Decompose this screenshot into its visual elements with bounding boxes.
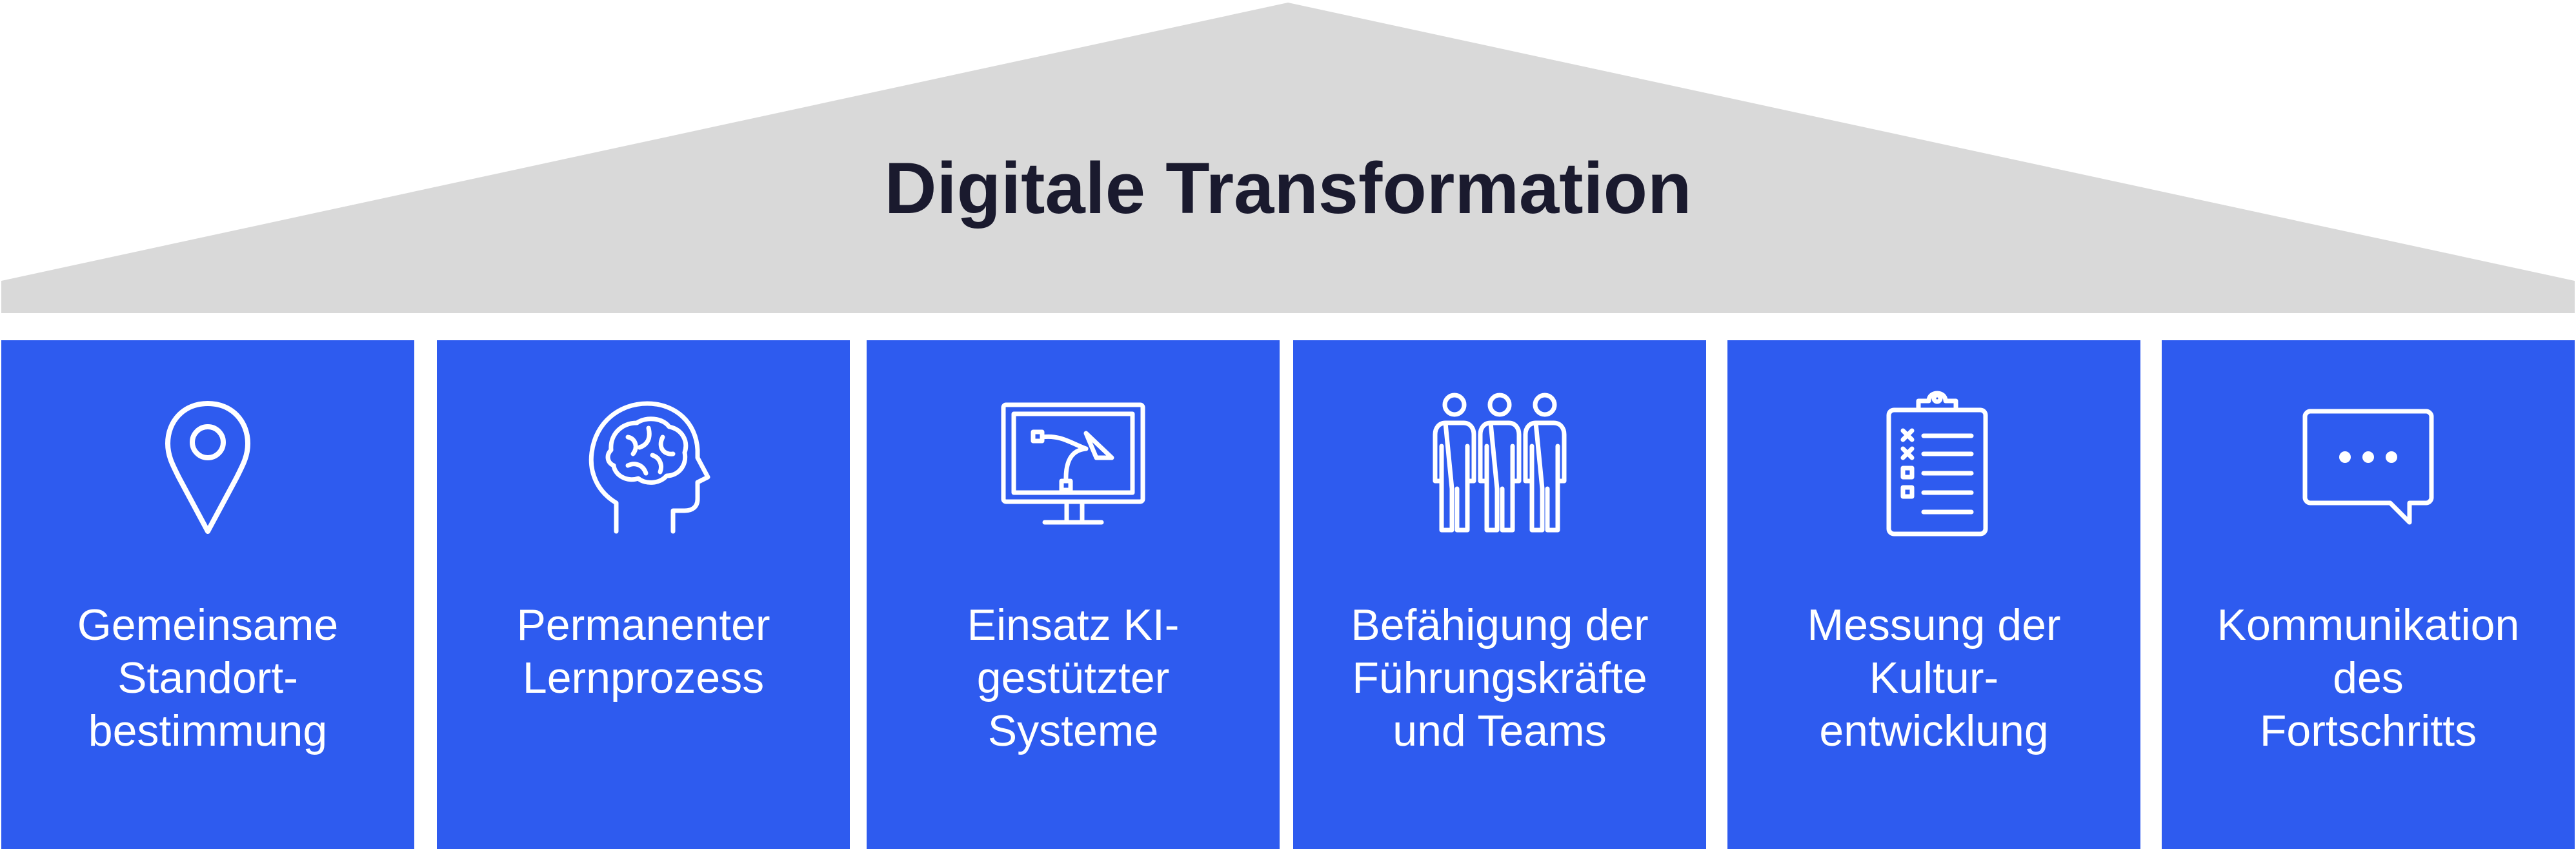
pillar-ki-systeme: Einsatz KI- gestützter Systeme: [867, 340, 1280, 849]
pillar-fuehrung-teams: Befähigung der Führungskräfte und Teams: [1293, 340, 1706, 849]
clipboard-checklist-icon: [1857, 385, 2011, 540]
pillar-label: Permanenter Lernprozess: [516, 600, 770, 702]
brain-head-icon: [566, 385, 721, 540]
monitor-vector-icon: [996, 385, 1151, 540]
pillar-kommunikation: Kommunikation des Fortschritts: [2162, 340, 2575, 849]
pillar-standortbestimmung: Gemeinsame Standort- bestimmung: [1, 340, 414, 849]
pillar-lernprozess: Permanenter Lernprozess: [437, 340, 850, 849]
people-group-icon: [1422, 385, 1577, 540]
location-pin-icon: [130, 385, 285, 540]
roof: [1, 3, 2575, 313]
pillar-label: Kommunikation des Fortschritts: [2217, 600, 2520, 755]
pillar-label: Einsatz KI- gestützter Systeme: [967, 600, 1180, 755]
pillar-kulturentwicklung: Messung der Kultur- entwicklung: [1727, 340, 2140, 849]
pillar-label: Befähigung der Führungskräfte und Teams: [1351, 600, 1649, 755]
chat-bubble-icon: [2291, 385, 2446, 540]
pillar-label: Gemeinsame Standort- bestimmung: [77, 600, 339, 755]
diagram-title: Digitale Transformation: [884, 148, 1692, 229]
pillar-label: Messung der Kultur- entwicklung: [1807, 600, 2061, 755]
